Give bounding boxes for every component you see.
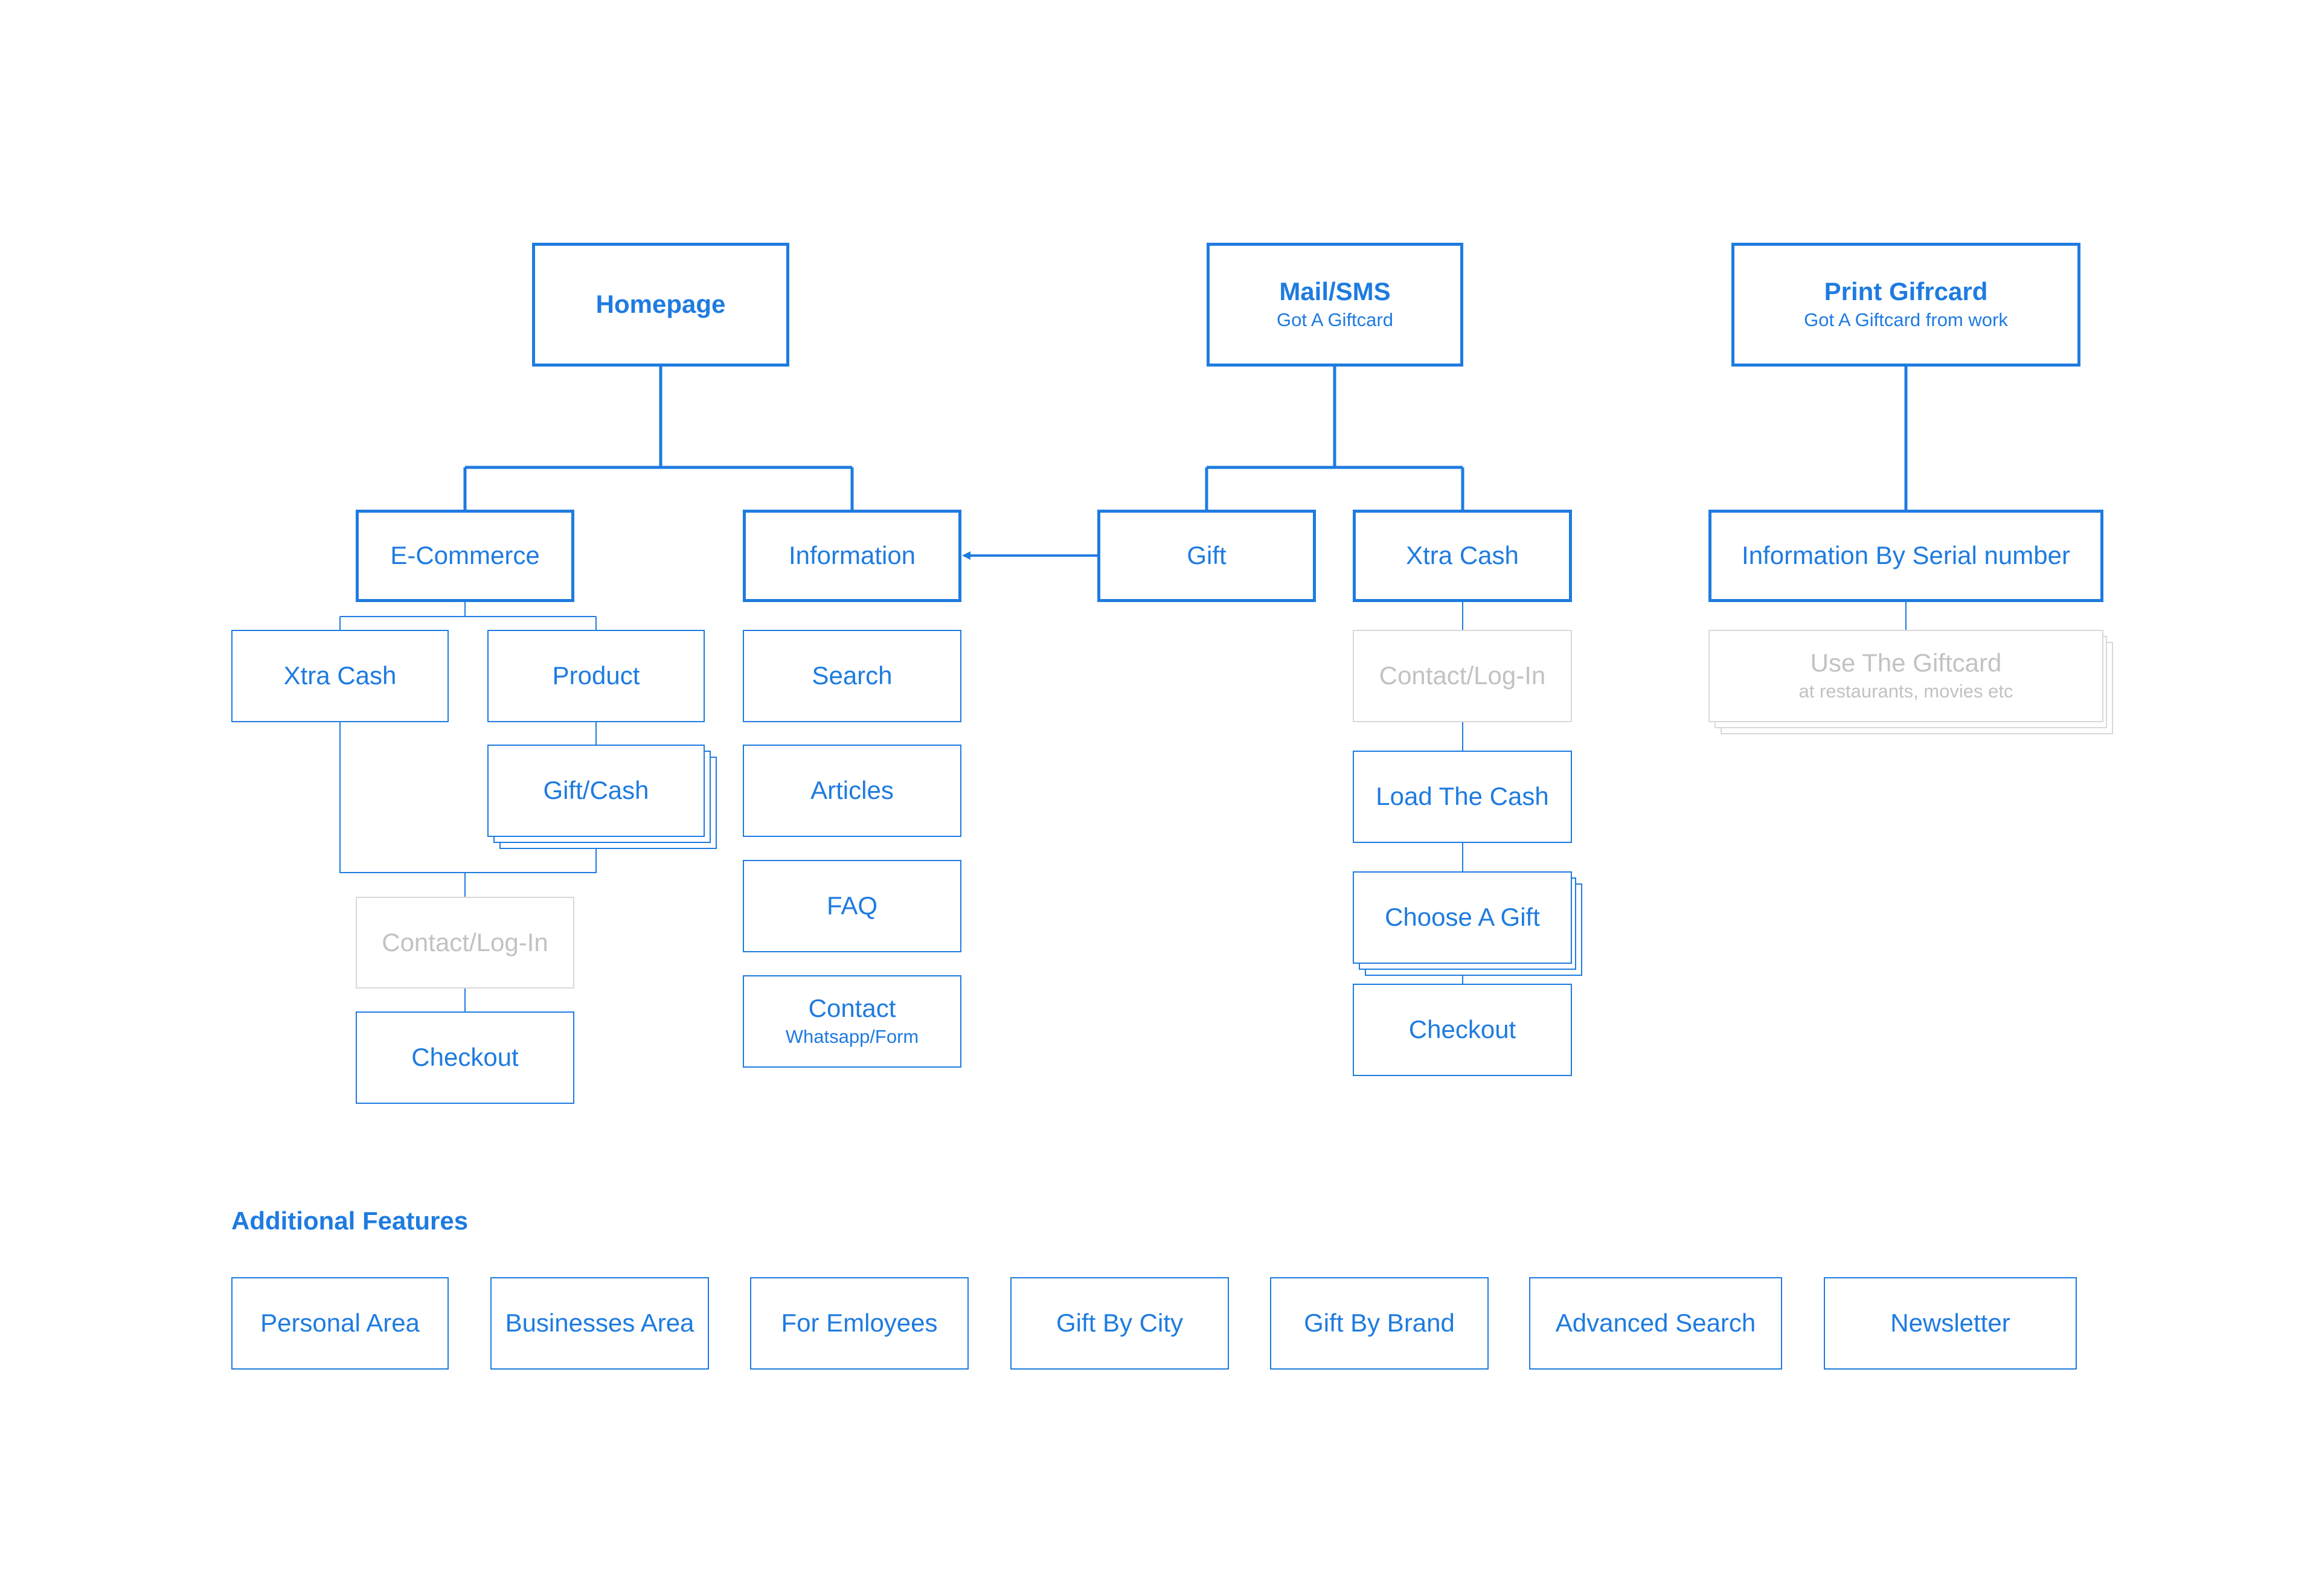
gift-cash-box[interactable]: Gift/Cash (487, 745, 705, 837)
mail-sms-box[interactable]: Mail/SMS Got A Giftcard (1207, 243, 1463, 367)
information-box[interactable]: Information (743, 510, 961, 602)
ecommerce-box[interactable]: E-Commerce (356, 510, 574, 602)
additional-features-title: Additional Features (231, 1207, 469, 1235)
choose-gift-box[interactable]: Choose A Gift (1353, 871, 1572, 964)
contact-label: Contact (808, 993, 896, 1022)
mail-contact-login-label: Contact/Log-In (1379, 661, 1546, 690)
homepage-title: Homepage (595, 290, 726, 319)
feature-label: Gift By City (1056, 1309, 1184, 1338)
gift-cash-label: Gift/Cash (543, 776, 649, 805)
contact-box[interactable]: Contact Whatsapp/Form (743, 975, 961, 1068)
mail-checkout-box[interactable]: Checkout (1353, 984, 1572, 1076)
info-serial-label: Information By Serial number (1742, 541, 2070, 570)
articles-box[interactable]: Articles (743, 745, 961, 837)
feature-label: For Emloyees (781, 1309, 938, 1338)
feature-label: Businesses Area (505, 1309, 694, 1338)
information-label: Information (788, 541, 916, 570)
mail-xtra-cash-box[interactable]: Xtra Cash (1353, 510, 1572, 602)
feature-personal-area[interactable]: Personal Area (231, 1277, 449, 1370)
ecommerce-label: E-Commerce (390, 541, 540, 570)
contact-subtitle: Whatsapp/Form (785, 1026, 919, 1048)
use-giftcard-label: Use The Giftcard (1810, 648, 2002, 677)
ecom-xtra-cash-box[interactable]: Xtra Cash (231, 630, 449, 722)
gift-box[interactable]: Gift (1097, 510, 1316, 602)
load-cash-label: Load The Cash (1376, 782, 1549, 811)
mail-sms-subtitle: Got A Giftcard (1277, 309, 1393, 331)
feature-advanced-search[interactable]: Advanced Search (1529, 1277, 1782, 1370)
arrowhead-information (962, 551, 970, 560)
ecom-checkout-box[interactable]: Checkout (356, 1011, 574, 1104)
feature-newsletter[interactable]: Newsletter (1824, 1277, 2077, 1370)
search-label: Search (812, 661, 893, 690)
mail-sms-title: Mail/SMS (1279, 277, 1391, 306)
product-label: Product (552, 661, 640, 690)
ecom-contact-login-box[interactable]: Contact/Log-In (356, 897, 574, 989)
ecom-checkout-label: Checkout (411, 1043, 519, 1072)
faq-box[interactable]: FAQ (743, 860, 961, 952)
mail-checkout-label: Checkout (1408, 1015, 1516, 1044)
print-giftcard-subtitle: Got A Giftcard from work (1804, 309, 2008, 331)
feature-label: Gift By Brand (1304, 1309, 1455, 1338)
feature-label: Newsletter (1890, 1309, 2010, 1338)
faq-label: FAQ (826, 891, 878, 920)
mail-contact-login-box[interactable]: Contact/Log-In (1353, 630, 1572, 722)
feature-label: Advanced Search (1555, 1309, 1756, 1338)
connector-ecommerce-children (339, 602, 597, 630)
use-giftcard-subtitle: at restaurants, movies etc (1798, 681, 2013, 702)
search-box[interactable]: Search (743, 630, 961, 722)
connector-merge (339, 722, 597, 897)
homepage-box[interactable]: Homepage (532, 243, 789, 367)
mail-xtra-cash-label: Xtra Cash (1406, 541, 1519, 570)
load-cash-box[interactable]: Load The Cash (1353, 751, 1572, 843)
product-box[interactable]: Product (487, 630, 705, 722)
choose-gift-label: Choose A Gift (1385, 903, 1540, 932)
ecom-xtra-cash-label: Xtra Cash (283, 661, 397, 690)
use-giftcard-box[interactable]: Use The Giftcard at restaurants, movies … (1708, 630, 2103, 722)
feature-label: Personal Area (260, 1309, 420, 1338)
feature-gift-by-brand[interactable]: Gift By Brand (1270, 1277, 1489, 1370)
gift-label: Gift (1187, 541, 1227, 570)
print-giftcard-box[interactable]: Print Gifrcard Got A Giftcard from work (1731, 243, 2080, 367)
articles-label: Articles (810, 776, 894, 805)
feature-businesses-area[interactable]: Businesses Area (490, 1277, 709, 1370)
feature-gift-by-city[interactable]: Gift By City (1010, 1277, 1229, 1370)
ecom-contact-login-label: Contact/Log-In (382, 928, 548, 957)
feature-for-employees[interactable]: For Emloyees (750, 1277, 969, 1370)
print-giftcard-title: Print Gifrcard (1824, 277, 1988, 306)
info-serial-box[interactable]: Information By Serial number (1708, 510, 2103, 602)
